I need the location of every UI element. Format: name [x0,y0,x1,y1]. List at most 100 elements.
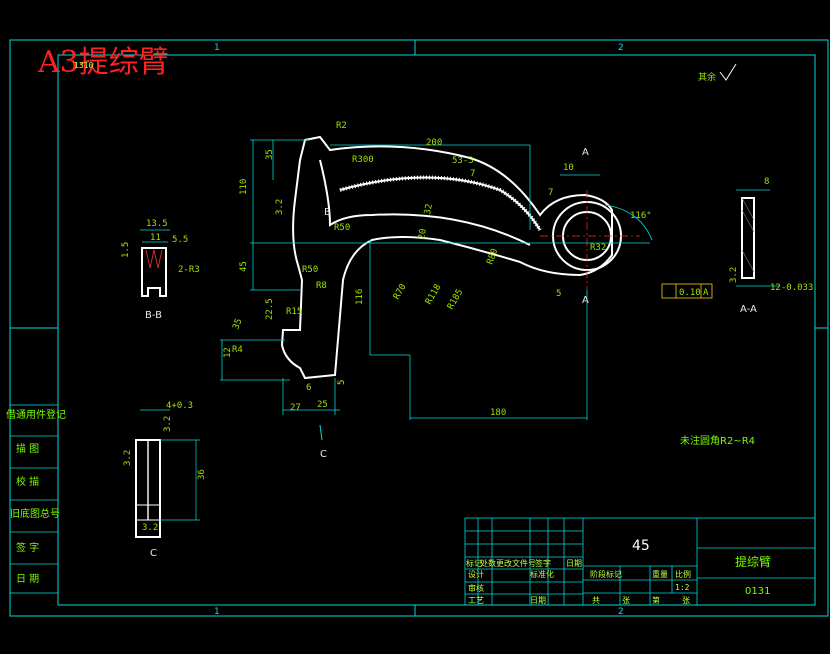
dim-20: 20 [417,228,429,240]
dim-10: 10 [563,163,574,173]
inner-border [57,54,816,606]
dim-27: 27 [290,403,301,413]
dim-22-5: 22.5 [265,298,275,320]
fillet-note: 未注圆角R2~R4 [680,434,755,447]
dim-aa-8: 8 [764,177,769,187]
main-part [280,135,622,380]
dim-200: 200 [426,138,442,148]
corner-code: 1310 [74,61,93,70]
dim-45: 45 [239,261,249,272]
strip-old-no: 旧底图总号 [10,507,60,520]
dim-c-36: 36 [197,469,207,480]
tolerance-frame: 0.10 A [661,283,713,299]
drawing-no: 0131 [745,586,770,597]
row-date: 日期 [566,559,582,568]
dim-180: 180 [490,408,506,418]
strip-check: 校 描 [16,475,39,488]
dim-bb-1-5: 1.5 [121,242,131,258]
dim-r118: R118 [424,283,444,307]
dim-25: 25 [317,400,328,410]
rough-c-1: 3.2 [163,416,173,432]
sheet-unit-2: 张 [682,596,690,605]
section-b-marker: B [324,207,331,218]
dim-32: 32 [423,203,435,215]
dim-35b: 35 [231,317,244,331]
dim-bb-2r3: 2-R3 [178,265,200,275]
dim-r8: R8 [316,281,327,291]
rough-aa: 3.2 [729,267,739,283]
roughness-other-symbol [719,63,737,81]
title-overlay: A3提综臂 [37,45,169,80]
process-label: 工艺 [468,596,484,605]
dim-116-deg: 116° [630,211,652,221]
dim-53-3: 53-3 [452,156,474,166]
strip-sign: 签 字 [16,541,39,554]
view-c-arrow [319,424,323,441]
strip-reg: 借通用件登记 [6,408,66,421]
dim-aa-12: 12-0.033 [770,283,813,293]
part-outline [280,135,613,380]
zone-top-1: 1 [214,43,220,53]
center-lines [540,190,640,290]
stage-label: 阶段标记 [590,569,622,579]
dim-r70: R70 [392,282,409,301]
dim-r50-b: R50 [302,265,318,275]
part-name: 提综臂 [735,554,771,569]
sheet-current: 第 [652,595,660,605]
dim-5: 5 [556,289,561,299]
dim-7b: 7 [548,188,553,198]
rough-main-1: 3.2 [275,199,285,215]
tolerance-value: 0.10 [679,288,701,298]
dim-35: 35 [265,149,275,160]
dim-bb-11: 11 [150,233,161,243]
row-change-doc: 更改文件号 [496,558,536,568]
roughness-other-label: 其余 [698,71,716,83]
scale-label: 比例 [675,569,691,579]
outer-border [9,39,829,617]
std-label: 标准化 [530,569,554,579]
zone-top-2: 2 [618,43,624,53]
zone-bottom-2: 2 [618,607,624,617]
dim-r300: R300 [352,155,374,165]
dim-7a: 7 [470,169,475,179]
dim-bb-13-5: 13.5 [146,219,168,229]
dim-r2: R2 [336,121,347,131]
section-bb-view: 13.5 11 5.5 1.5 2-R3 B-B [121,219,200,321]
date-label: 日期 [530,596,546,605]
sheet-unit-1: 张 [622,596,630,605]
dim-12: 12 [223,347,233,358]
dim-5b: 5 [337,380,347,385]
row-sign: 签字 [535,558,551,568]
weight-label: 重量 [652,569,668,579]
row-mark: 标记 [466,558,482,568]
gear-arc [339,176,541,231]
dim-r50-a: R50 [334,223,350,233]
review-label: 审核 [468,583,484,593]
view-c-arrow-label: C [320,449,327,460]
section-bb-label: B-B [145,310,162,321]
view-c-label: C [150,548,157,559]
section-aa-label: A-A [740,304,757,315]
dimension-lines [220,139,653,420]
row-count: 处数 [480,558,496,568]
rough-c-2: 3.2 [123,450,133,466]
dim-r15: R15 [286,307,302,317]
dim-6: 6 [306,383,311,393]
section-aa-view: 8 12-0.033 A-A [736,177,813,315]
section-a-top: A [582,147,589,158]
gear-teeth [339,175,542,232]
section-a-bottom: A [582,295,589,306]
rough-c-3: 3.2 [142,523,158,533]
dim-bb-5-5: 5.5 [172,235,188,245]
inner-rib [319,159,531,246]
dim-c-4: 4+0.3 [166,401,193,411]
dim-r80: R80 [485,247,500,266]
dim-116: 116 [355,289,365,305]
strip-date: 日 期 [16,573,39,585]
zone-bottom-1: 1 [214,607,220,617]
view-c: 4+0.3 36 3.2 3.2 3.2 C [123,401,207,559]
scale-value: 1:2 [675,583,690,592]
dim-110: 110 [239,179,249,195]
tolerance-datum: A [703,288,709,298]
